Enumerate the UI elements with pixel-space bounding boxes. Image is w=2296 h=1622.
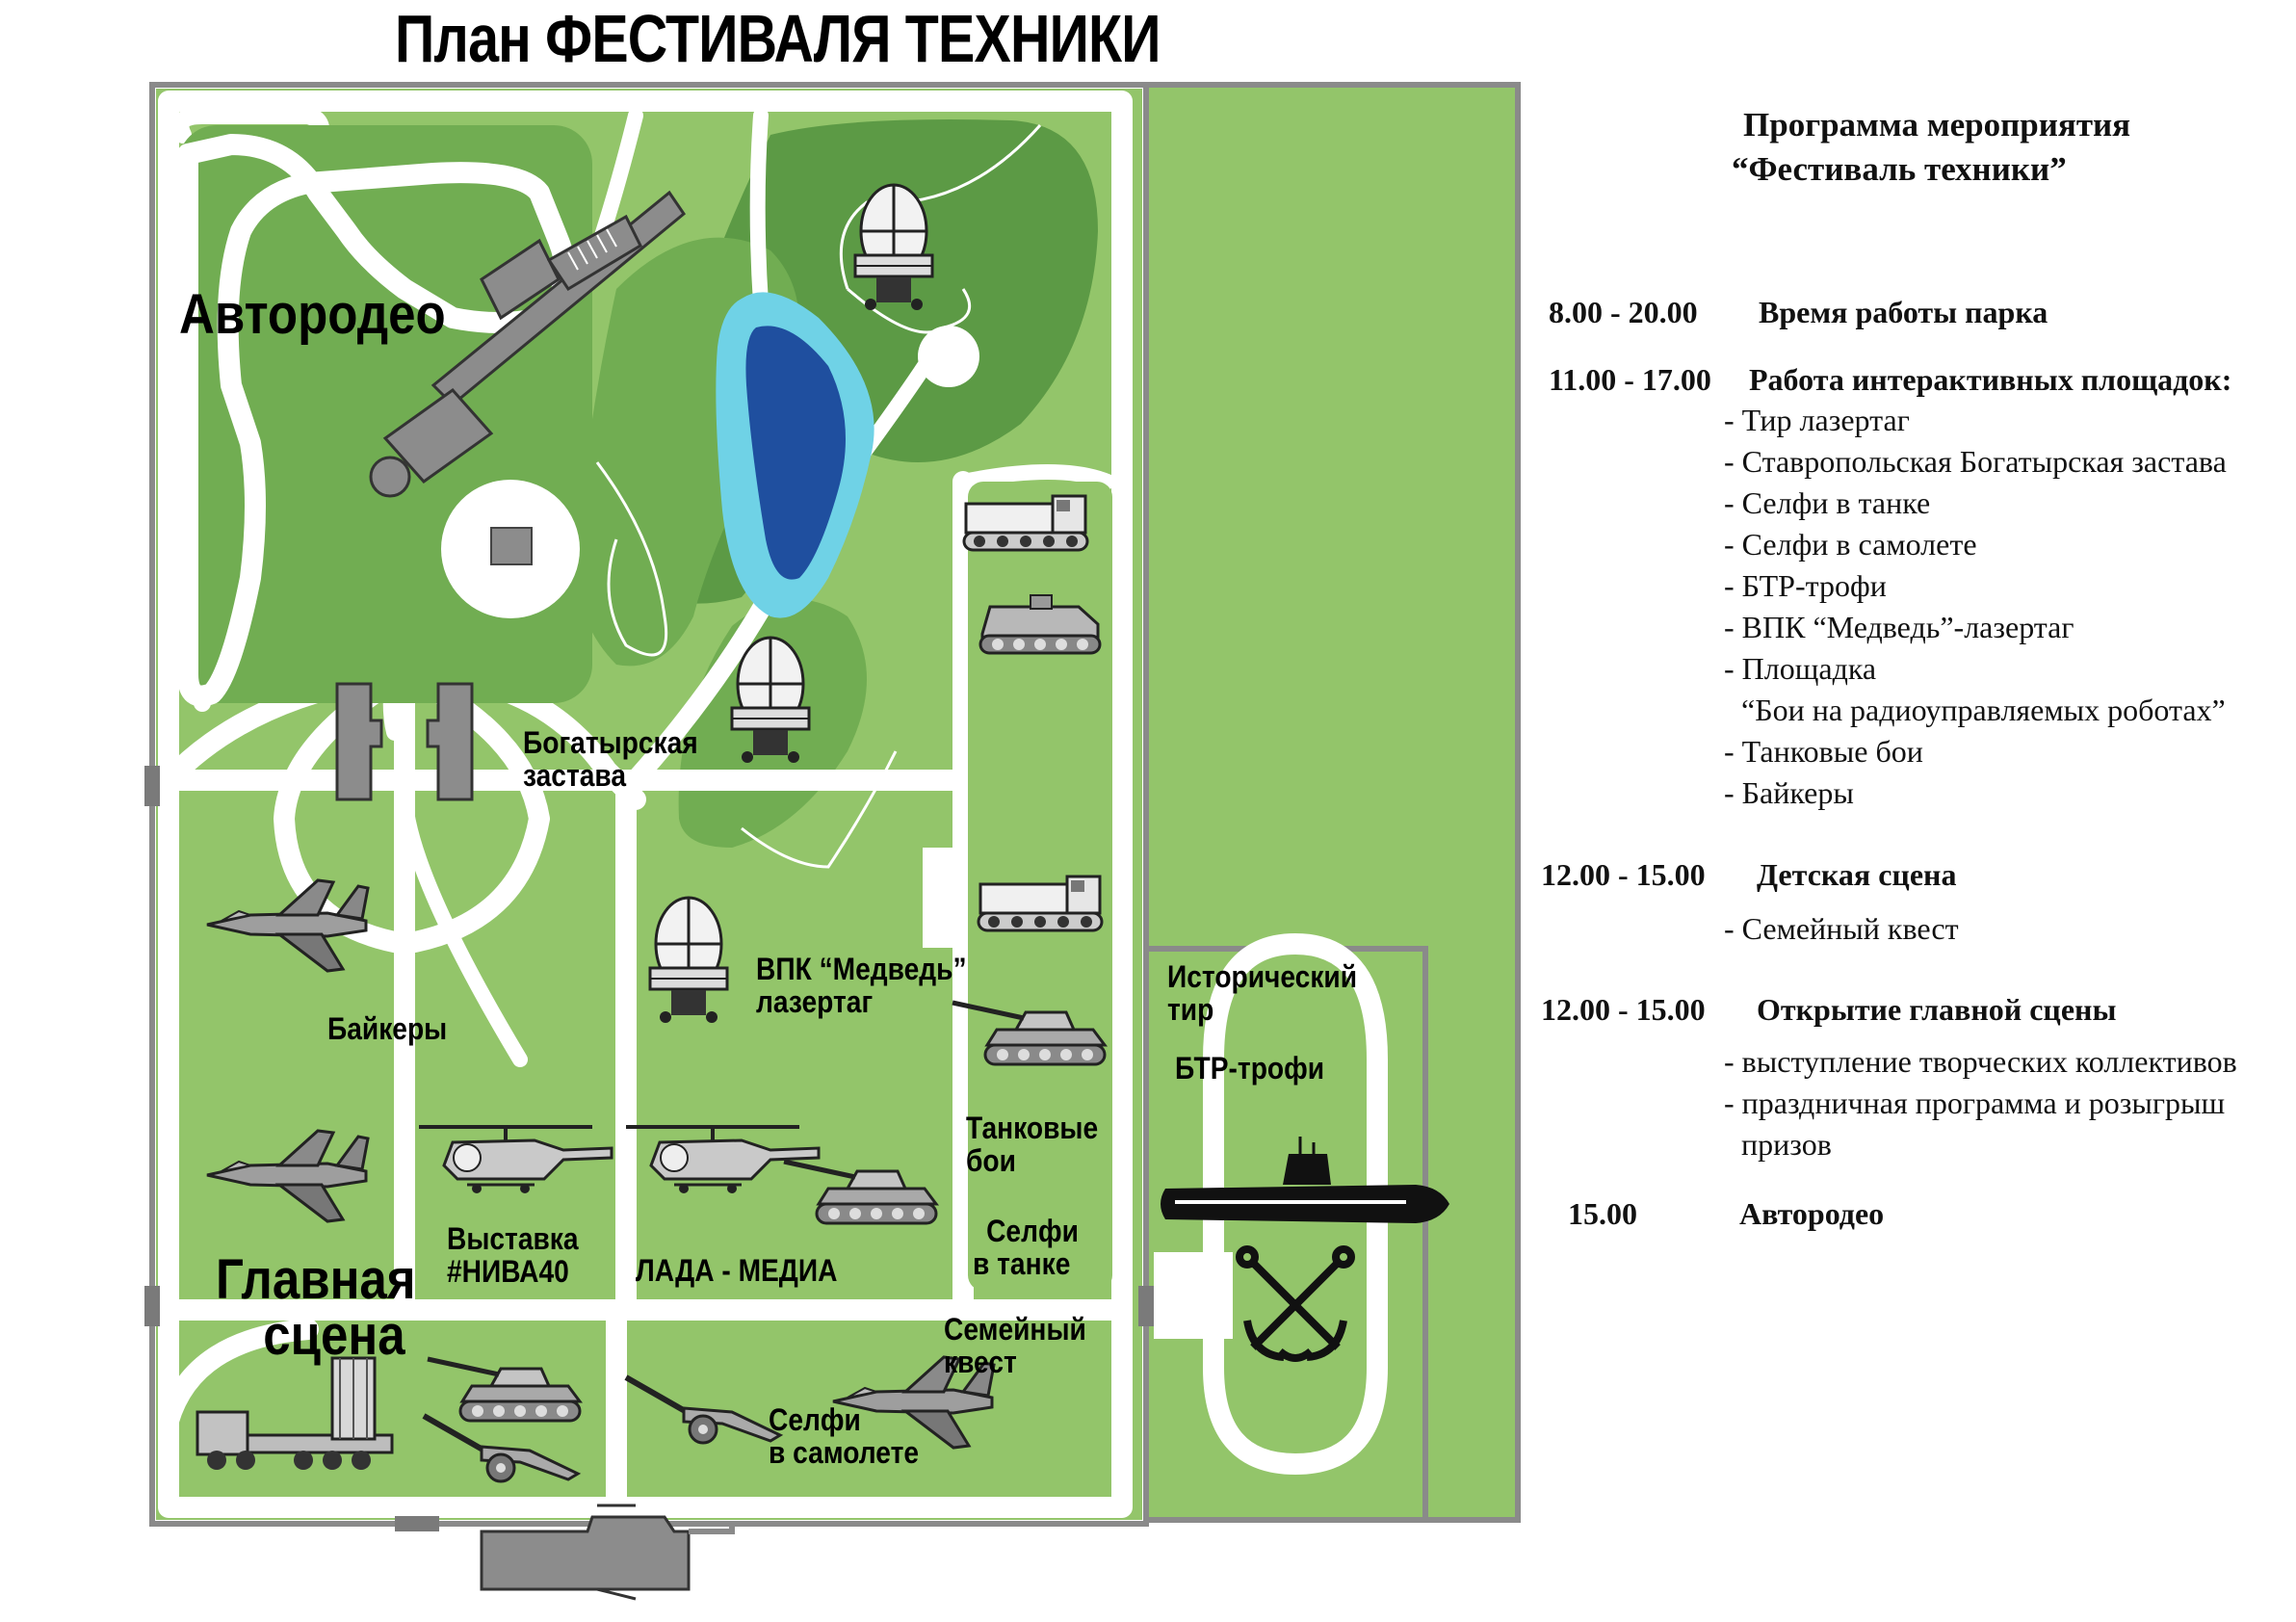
program-item: - Байкеры bbox=[1724, 775, 1854, 810]
label-baikery: Байкеры bbox=[327, 1011, 448, 1046]
label-selfie-tank-line2: в танке bbox=[973, 1245, 1071, 1281]
submarine-icon bbox=[1161, 1137, 1449, 1223]
autodrome-building-icon bbox=[369, 190, 687, 498]
program-item: - Площадка bbox=[1724, 651, 1877, 686]
label-main-stage: Главная сцена bbox=[216, 1252, 416, 1364]
program-item: “Бои на радиоуправляемых роботах” bbox=[1741, 693, 2226, 727]
program-title-line2: “Фестиваль техники” bbox=[1732, 150, 2067, 188]
label-selfie-tank: Селфи в танке bbox=[973, 1214, 1079, 1281]
label-tank-battles-line2: бои bbox=[966, 1142, 1016, 1178]
program-time: 12.00 - 15.00 bbox=[1541, 992, 1706, 1027]
label-niva-exhibition: Выставка #НИВА40 bbox=[447, 1221, 579, 1289]
label-vpk-line2: лазертаг bbox=[756, 983, 874, 1019]
label-historic-range: Исторический тир bbox=[1167, 959, 1358, 1027]
event-program: Программа мероприятия “Фестиваль техники… bbox=[1522, 96, 2292, 1310]
range-track bbox=[1203, 932, 1388, 1476]
program-item: - праздничная программа и розыгрыш bbox=[1724, 1086, 2226, 1120]
label-historic-range-line1: Исторический bbox=[1167, 959, 1358, 994]
label-lada-media: ЛАДА - МЕДИА bbox=[636, 1253, 838, 1288]
label-selfie-plane-line2: в самолете bbox=[769, 1434, 920, 1470]
program-time: 15.00 bbox=[1568, 1196, 1637, 1231]
label-selfie-plane: Селфи в самолете bbox=[769, 1402, 920, 1470]
plaza-building bbox=[490, 527, 533, 565]
program-item: - Ставропольская Богатырская застава bbox=[1724, 444, 2227, 479]
tracked-vehicle-icon bbox=[962, 494, 1089, 552]
plaza-circle bbox=[918, 326, 979, 387]
park-gates bbox=[144, 766, 1154, 1531]
program-event: Время работы парка bbox=[1759, 295, 2048, 329]
label-main-stage-line2: сцена bbox=[263, 1304, 405, 1367]
label-family-quest-line2: квест bbox=[944, 1344, 1017, 1379]
label-selfie-tank-line1: Селфи bbox=[986, 1214, 1079, 1248]
program-event: Открытие главной сцены bbox=[1757, 992, 2117, 1027]
label-historic-range-line2: тир bbox=[1167, 991, 1214, 1027]
label-selfie-plane-line1: Селфи bbox=[769, 1402, 861, 1437]
program-time: 8.00 - 20.00 bbox=[1549, 295, 1698, 329]
stairs-icon bbox=[567, 228, 617, 271]
tracked-vehicle-icon bbox=[977, 875, 1104, 932]
label-niva-line2: #НИВА40 bbox=[447, 1253, 569, 1289]
pond-water bbox=[745, 326, 846, 580]
bogatyr-building-icon bbox=[335, 682, 474, 801]
program-title-line1: Программа мероприятия bbox=[1743, 106, 2131, 144]
label-vpk: ВПК “Медведь” лазертаг bbox=[756, 952, 967, 1019]
program-event: Детская сцена bbox=[1757, 857, 1957, 892]
label-avtorodeo: Автородео bbox=[179, 283, 446, 346]
program-item: - БТР-трофи bbox=[1724, 568, 1887, 603]
label-main-stage-line1: Главная bbox=[216, 1248, 416, 1311]
label-btr-trophy: БТР-трофи bbox=[1175, 1051, 1325, 1086]
label-bogatyrskaya: Богатырская застава bbox=[523, 725, 698, 793]
label-vpk-line1: ВПК “Медведь” bbox=[756, 952, 967, 986]
program-event: Автородео bbox=[1739, 1196, 1885, 1231]
program-item: - Танковые бои bbox=[1724, 734, 1923, 769]
program-item: - выступление творческих коллективов bbox=[1724, 1044, 2237, 1079]
program-item: призов bbox=[1741, 1127, 1832, 1162]
autodrome-track-icon bbox=[177, 134, 576, 707]
program-item: - Семейный квест bbox=[1724, 911, 1959, 946]
label-tank-battles: Танковые бои bbox=[966, 1112, 1098, 1177]
program-event: Работа интерактивных площадок: bbox=[1749, 362, 2232, 397]
label-family-quest: Семейный квест bbox=[944, 1312, 1086, 1379]
label-tank-battles-line1: Танковые bbox=[966, 1111, 1099, 1145]
program-item: - ВПК “Медведь”-лазертаг bbox=[1724, 610, 2074, 644]
program-item: - Селфи в самолете bbox=[1724, 527, 1977, 562]
program-item: - Селфи в танке bbox=[1724, 485, 1931, 520]
label-bogatyrskaya-line2: застава bbox=[523, 757, 627, 793]
program-item: - Тир лазертаг bbox=[1724, 403, 1910, 437]
label-family-quest-line1: Семейный bbox=[944, 1312, 1086, 1347]
program-time: 12.00 - 15.00 bbox=[1541, 857, 1706, 892]
label-niva-line1: Выставка bbox=[447, 1221, 579, 1256]
program-time: 11.00 - 17.00 bbox=[1549, 362, 1711, 397]
page-title: План ФЕСТИВАЛЯ ТЕХНИКИ bbox=[395, 1, 1161, 76]
anchors-icon bbox=[1236, 1245, 1355, 1362]
range-gate-box bbox=[1154, 1252, 1233, 1339]
checkpoint-box bbox=[923, 848, 971, 948]
label-bogatyrskaya-line1: Богатырская bbox=[523, 725, 698, 760]
entrance-building-icon bbox=[480, 1504, 735, 1601]
